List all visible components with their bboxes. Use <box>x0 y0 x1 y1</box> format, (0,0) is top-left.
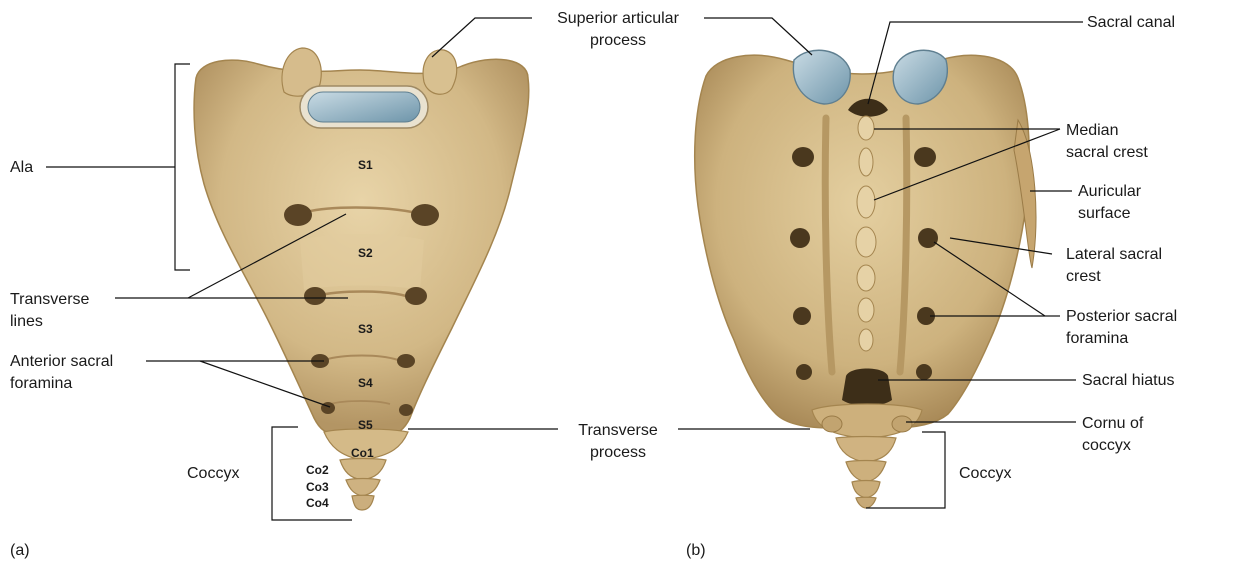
median-crest-tubercle <box>859 329 873 351</box>
posterior-sacral-foramen-1r <box>914 147 936 167</box>
segment-label-co3: Co3 <box>306 480 329 494</box>
segment-label-s4: S4 <box>358 376 373 390</box>
segment-label-s5: S5 <box>358 418 373 432</box>
cornu-label-1: Cornu of <box>1082 413 1143 434</box>
superior-articular-process-right <box>423 50 457 94</box>
sacrum-posterior-view <box>695 50 1036 508</box>
coccyx-segment <box>846 461 886 483</box>
superior-articular-label-1: Superior articular <box>528 8 708 29</box>
cornu-label-2: coccyx <box>1082 435 1131 456</box>
posterior-sacral-foramen-1l <box>792 147 814 167</box>
auricular-surface-label-1: Auricular <box>1078 181 1141 202</box>
coccyx-label-b: Coccyx <box>959 463 1011 484</box>
lateral-crest-label-1: Lateral sacral <box>1066 244 1162 265</box>
panel-tag-a: (a) <box>10 540 30 561</box>
lateral-crest-label-2: crest <box>1066 266 1101 287</box>
coccygeal-cornu-right <box>892 416 912 432</box>
anterior-foramina-label-2: foramina <box>10 373 72 394</box>
anterior-foramina-label-1: Anterior sacral <box>10 351 113 372</box>
sacral-body-lower <box>300 234 424 290</box>
segment-label-co4: Co4 <box>306 496 329 510</box>
coccyx-segment <box>856 497 876 508</box>
posterior-sacral-foramen-4r <box>916 364 932 380</box>
coccyx-segment-co2 <box>340 459 386 481</box>
coccyx-segment <box>836 437 896 463</box>
superior-articular-label-2: process <box>528 30 708 51</box>
sacral-canal-label: Sacral canal <box>1087 12 1175 33</box>
transverse-lines-label-1: Transverse <box>10 289 89 310</box>
posterior-sacral-foramen-3l <box>793 307 811 325</box>
sacrum-anterior-view <box>194 48 529 510</box>
sacral-hiatus-label: Sacral hiatus <box>1082 370 1175 391</box>
posterior-foramina-label-2: foramina <box>1066 328 1128 349</box>
median-crest-tubercle <box>859 148 873 176</box>
anterior-sacral-foramen-4r <box>399 404 413 416</box>
anterior-sacral-foramen-1r <box>411 204 439 226</box>
coccyx-segment <box>852 481 880 499</box>
coccyx-label-a: Coccyx <box>187 463 239 484</box>
anterior-sacral-foramen-2l <box>304 287 326 305</box>
sacral-promontory-cartilage-inner <box>308 92 420 122</box>
ala-bracket <box>175 64 190 270</box>
segment-label-s1: S1 <box>358 158 373 172</box>
coccyx-posterior <box>836 437 896 509</box>
median-crest-label-1: Median <box>1066 120 1118 141</box>
coccygeal-cornu-left <box>822 416 842 432</box>
anterior-sacral-foramen-2r <box>405 287 427 305</box>
anterior-sacral-foramen-4l <box>321 402 335 414</box>
panel-tag-b: (b) <box>686 540 706 561</box>
segment-label-s2: S2 <box>358 246 373 260</box>
median-crest-label-2: sacral crest <box>1066 142 1148 163</box>
sacral-hiatus <box>842 369 892 407</box>
coccyx-anterior <box>324 429 408 510</box>
superior-articular-leader-b <box>704 18 812 55</box>
coccyx-segment-co3 <box>346 479 380 497</box>
posterior-sacral-foramen-4l <box>796 364 812 380</box>
posterior-sacral-foramen-2r <box>918 228 938 248</box>
median-crest-tubercle <box>857 265 875 291</box>
anterior-sacral-foramen-1l <box>284 204 312 226</box>
transverse-process-label-2: process <box>558 442 678 463</box>
transverse-process-label-1: Transverse <box>558 420 678 441</box>
posterior-sacral-foramen-2l <box>790 228 810 248</box>
segment-label-s3: S3 <box>358 322 373 336</box>
segment-label-co1: Co1 <box>351 446 374 460</box>
median-crest-tubercle <box>857 186 875 218</box>
median-crest-tubercle <box>856 227 876 257</box>
auricular-surface-label-2: surface <box>1078 203 1130 224</box>
anterior-sacral-foramen-3r <box>397 354 415 368</box>
ala-label: Ala <box>10 157 33 178</box>
median-crest-tubercle <box>858 298 874 322</box>
segment-label-co2: Co2 <box>306 463 329 477</box>
coccyx-segment-co4 <box>352 495 374 510</box>
transverse-lines-label-2: lines <box>10 311 43 332</box>
posterior-foramina-label-1: Posterior sacral <box>1066 306 1177 327</box>
median-crest-tubercle <box>858 116 874 140</box>
